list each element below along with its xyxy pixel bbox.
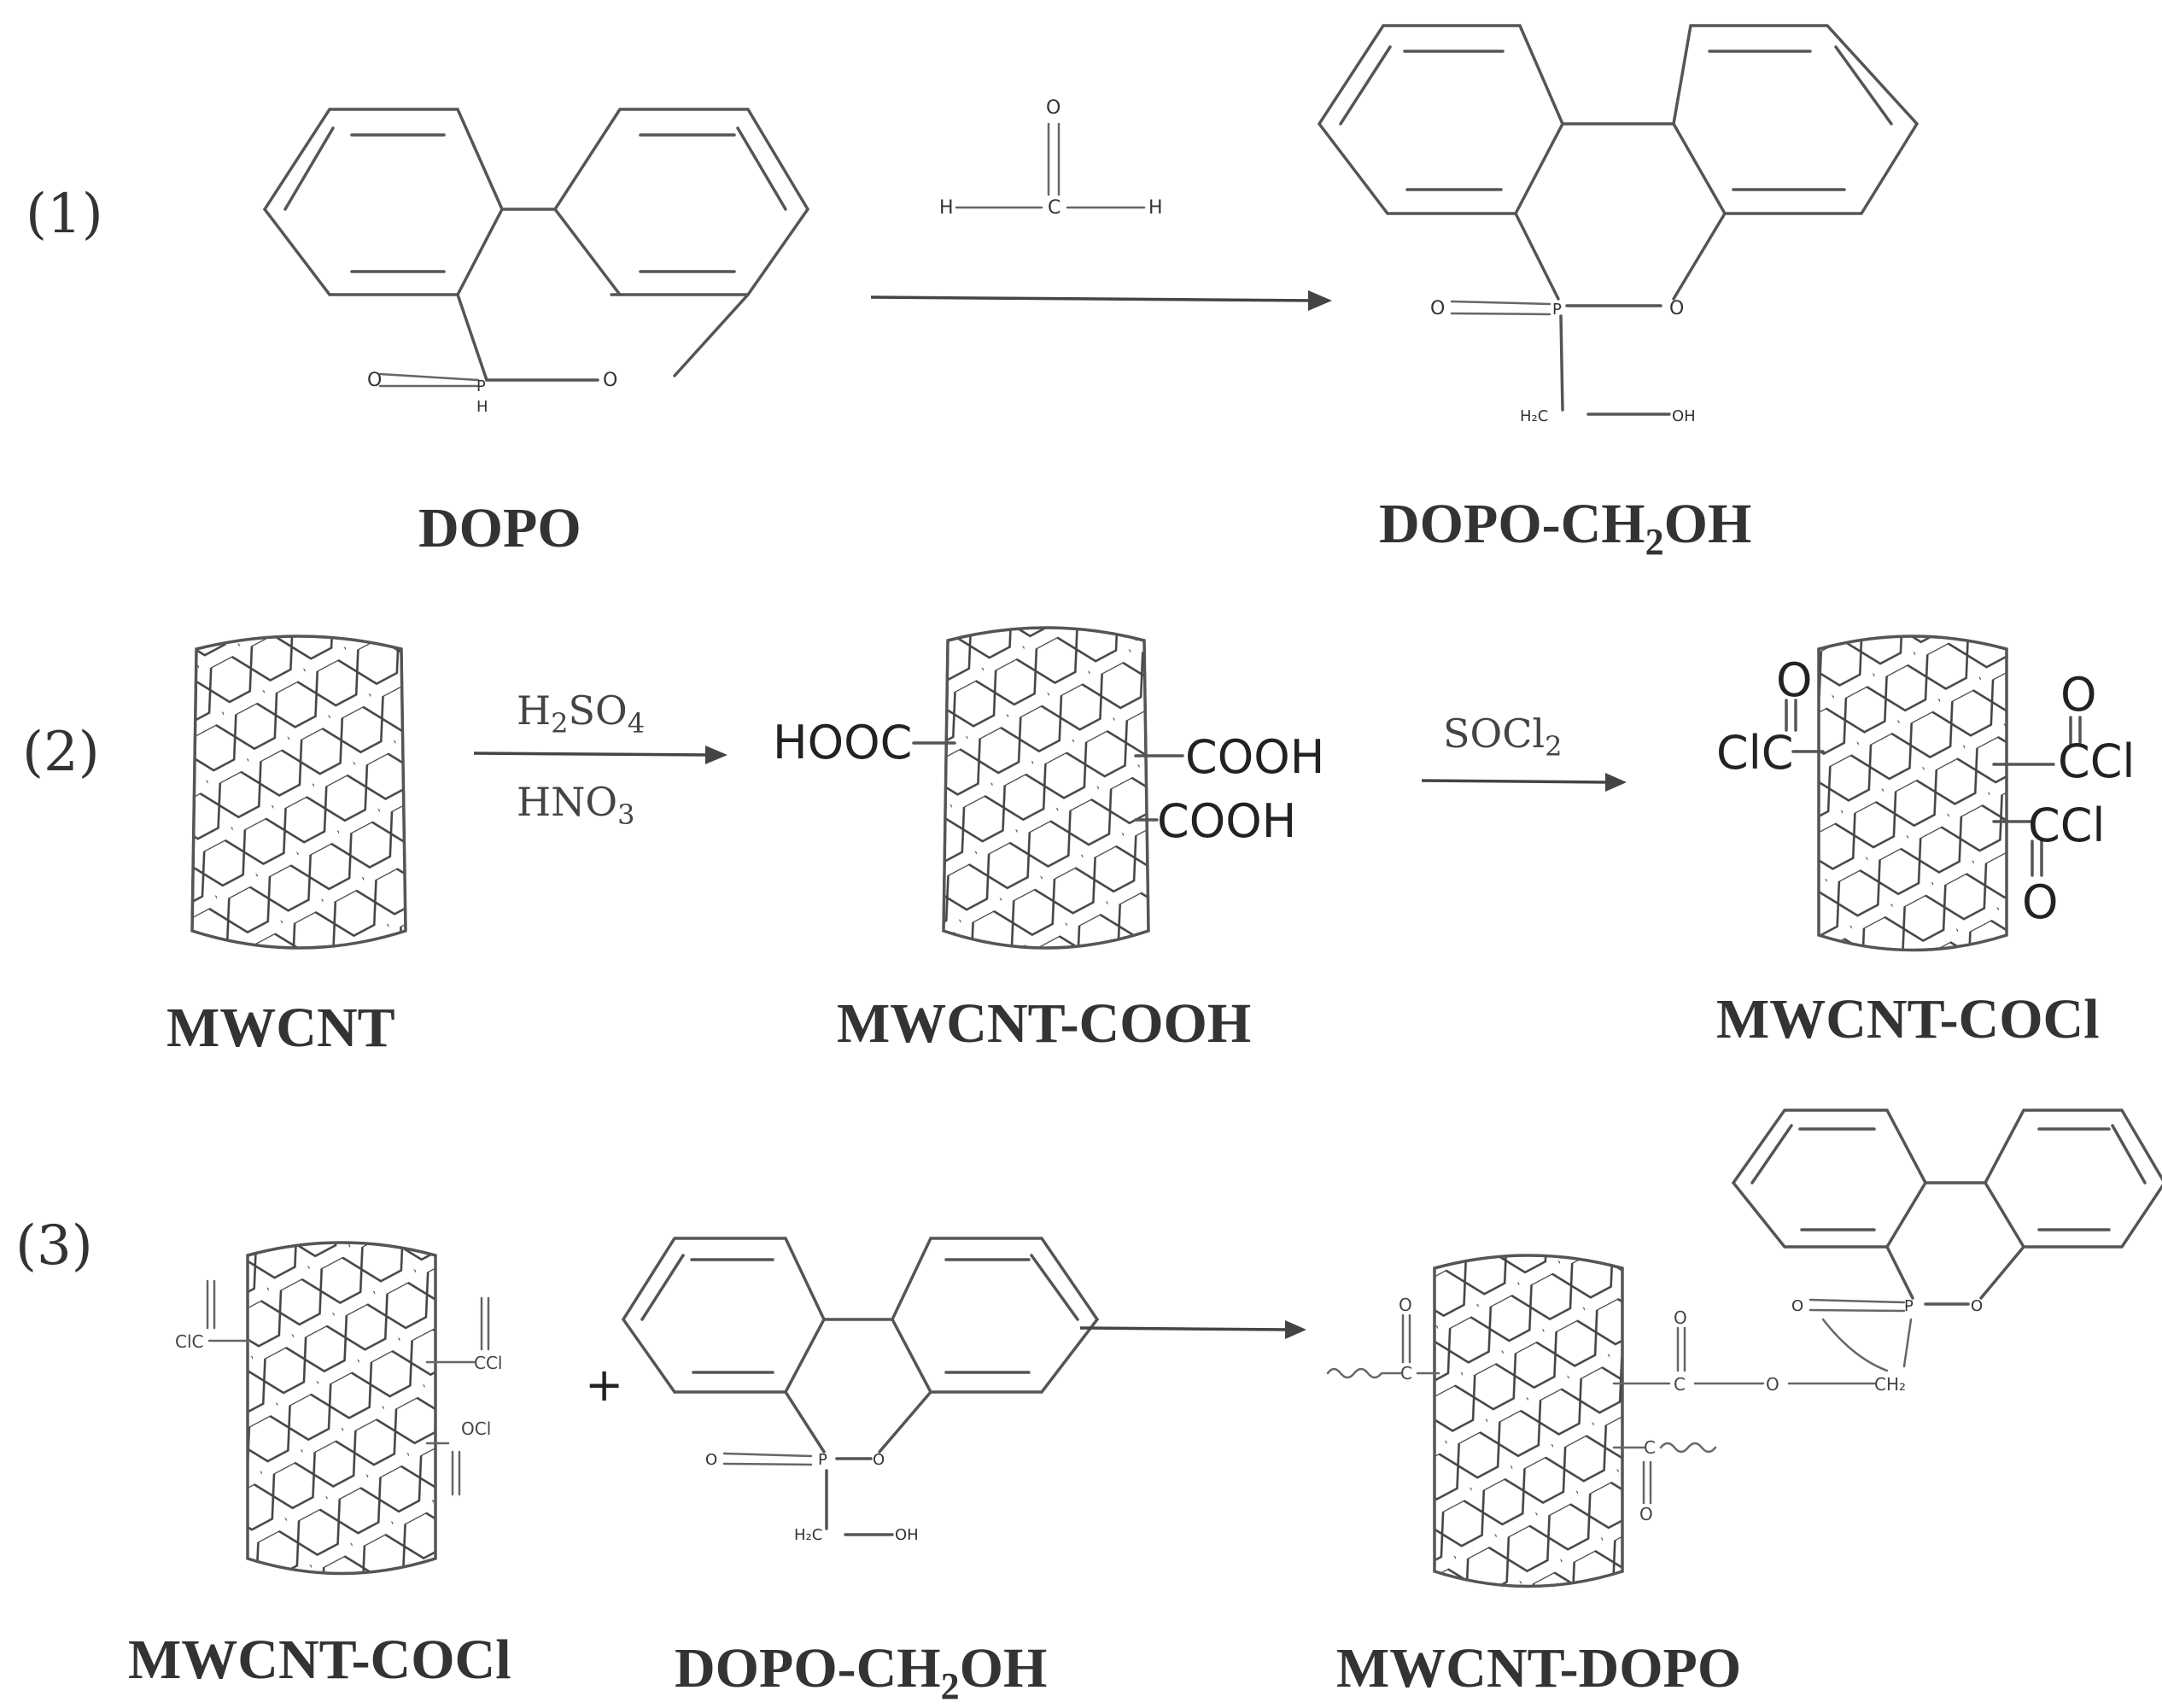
dopo-ch2: CH₂ — [1874, 1374, 1906, 1395]
dopo-left-c: C — [1400, 1363, 1412, 1383]
mwcnt-dopo-p-atom: P — [1904, 1297, 1914, 1315]
label-dopo-ch2oh-top: DOPO-CH2OH — [1379, 493, 1751, 563]
dopo-right-c: C — [1644, 1437, 1656, 1458]
step-label-3: (3) — [15, 1214, 93, 1278]
group-o-upper: O — [2060, 668, 2097, 722]
dopo-left-o: O — [1399, 1295, 1412, 1315]
small-ocl-lower: OCl — [461, 1418, 491, 1439]
bottom-ring-o-atom: O — [873, 1451, 885, 1469]
label-mwcnt-dopo: MWCNT-DOPO — [1336, 1637, 1741, 1699]
arrow-step2a — [473, 746, 727, 764]
group-hooc: HOOC — [773, 716, 912, 769]
dopo-h-atom: H — [476, 398, 488, 416]
mwcnt-cooh-tube — [912, 626, 1184, 950]
mwcnt-dopo-structure: C O C O O CH₂ C O O P O — [1326, 1108, 2162, 1588]
bottom-p-atom: P — [818, 1451, 827, 1469]
reagent-hno3: HNO3 — [517, 779, 634, 831]
dopo-right-o: O — [1639, 1504, 1653, 1524]
arrow-step1 — [870, 290, 1332, 311]
ch2oh-ring-o-atom: O — [1669, 298, 1684, 319]
ch2oh-h2c-atom: H₂C — [1520, 407, 1548, 425]
mwcnt-cocl-tube — [1785, 635, 2082, 952]
group-ccl-upper: CCl — [2058, 734, 2135, 788]
mwcnt-cocl-small-tube — [206, 1241, 490, 1576]
dopo-o-atom: O — [367, 370, 382, 391]
mwcnt-dopo-o-atom: O — [1791, 1297, 1803, 1315]
label-dopo: DOPO — [418, 497, 581, 559]
dopo-structure: O P H O — [262, 108, 810, 416]
formaldehyde-h-left: H — [939, 197, 954, 219]
group-clc: ClC — [1716, 726, 1793, 780]
ch2oh-p-atom: P — [1552, 301, 1562, 319]
group-o-left: O — [1776, 653, 1813, 707]
formaldehyde-o: O — [1046, 97, 1061, 119]
plus-sign: + — [585, 1358, 623, 1412]
group-cooh-upper: COOH — [1185, 730, 1324, 784]
bottom-o-atom: O — [705, 1451, 717, 1469]
dopo-ester-o: O — [1766, 1374, 1779, 1395]
group-ccl-lower: CCl — [2028, 798, 2105, 852]
step-label-1: (1) — [26, 183, 103, 246]
dopo-ester-o-top: O — [1674, 1307, 1687, 1328]
mwcnt-tube — [190, 635, 407, 950]
reagent-h2so4: H2SO4 — [517, 687, 645, 740]
arrow-step2b — [1421, 773, 1627, 792]
label-mwcnt-cocl-bottom: MWCNT-COCl — [128, 1629, 511, 1691]
group-o-lower: O — [2022, 875, 2059, 929]
arrow-step3 — [1079, 1320, 1306, 1339]
small-ocl-left: ClC — [175, 1331, 204, 1352]
label-dopo-ch2oh-bottom: DOPO-CH2OH — [675, 1637, 1047, 1707]
dopo-ch2oh-structure-bottom: O P O H₂C OH — [621, 1237, 1100, 1544]
reagent-socl2: SOCl2 — [1443, 711, 1563, 763]
dopo-ester-c: C — [1674, 1374, 1686, 1395]
bottom-h2c-atom: H₂C — [794, 1526, 822, 1544]
label-mwcnt-cocl-top: MWCNT-COCl — [1716, 988, 2100, 1050]
mwcnt-dopo-ring-o-atom: O — [1971, 1297, 1983, 1315]
dopo-ch2oh-structure: O P O H₂C OH — [1317, 24, 1920, 425]
ch2oh-oh-atom: OH — [1672, 407, 1696, 425]
formaldehyde-h-right: H — [1148, 197, 1163, 219]
bottom-oh-atom: OH — [895, 1526, 919, 1544]
formaldehyde-reagent: O C H H — [939, 97, 1163, 219]
ch2oh-o-atom: O — [1430, 298, 1445, 319]
dopo-p-atom: P — [476, 377, 486, 395]
label-mwcnt-cooh: MWCNT-COOH — [837, 992, 1251, 1055]
group-cooh-lower: COOH — [1157, 794, 1296, 848]
formaldehyde-c: C — [1048, 197, 1061, 219]
dopo-ring-o-atom: O — [603, 370, 617, 391]
label-mwcnt: MWCNT — [167, 997, 395, 1059]
small-ccl-upper: CCl — [474, 1353, 503, 1373]
step-label-2: (2) — [22, 721, 100, 784]
